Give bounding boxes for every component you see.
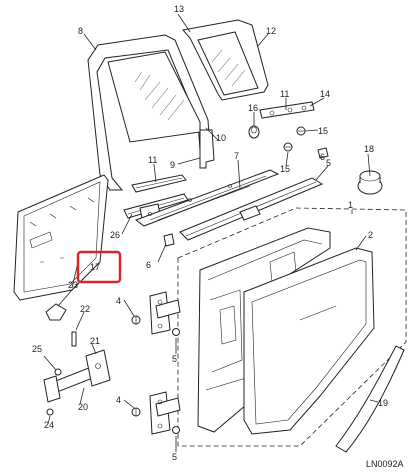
callout-13: 13 — [174, 4, 184, 14]
door-check-strap — [43, 349, 111, 403]
callout-8: 8 — [78, 26, 83, 36]
diagram-code: LN0092A — [366, 459, 404, 469]
retaining-clip-small — [317, 147, 329, 159]
callout-labels: 13 8 12 10 9 11 7 16 11 14 15 15 6 5 18 … — [32, 4, 388, 462]
callout-11: 11 — [148, 155, 157, 165]
check-strap-bolt — [54, 368, 62, 376]
leader-lines — [43, 13, 379, 452]
bump-stop — [248, 125, 260, 139]
callout-15-lower: 15 — [280, 164, 290, 174]
callout-12: 12 — [266, 26, 276, 36]
callout-15-upper: 15 — [318, 126, 328, 136]
callout-7: 7 — [234, 151, 239, 161]
door-hinge-lower — [149, 391, 181, 435]
quarter-window-glass — [182, 19, 269, 101]
hinge-bolt-lower — [131, 407, 141, 417]
callout-17: 17 — [90, 262, 100, 272]
hinge-screw-lower — [172, 426, 180, 434]
callout-5-middle: 5 — [172, 354, 177, 364]
callout-20: 20 — [78, 402, 88, 412]
fastener-screw-lower — [283, 142, 293, 152]
wheel-arch-moulding — [335, 345, 405, 453]
door-stop-buffer — [45, 303, 67, 321]
callout-4-upper: 4 — [116, 296, 121, 306]
callout-1: 1 — [348, 200, 353, 210]
hinge-bolt-upper — [131, 315, 141, 325]
door-assembly-boundary — [177, 207, 407, 447]
lower-door-moulding — [179, 177, 324, 241]
waist-moulding — [134, 169, 280, 227]
callout-6-lower: 6 — [146, 260, 151, 270]
callout-10: 10 — [216, 133, 226, 143]
door-outer-skin — [243, 247, 375, 435]
callout-6-upper: 6 — [320, 152, 325, 162]
retaining-clip — [163, 233, 175, 247]
door-window-glass — [87, 34, 211, 191]
quarter-seal-strip — [259, 101, 315, 119]
door-hinge-upper — [149, 291, 181, 335]
check-strap-screw — [46, 408, 54, 416]
highlight-box — [76, 250, 122, 284]
callout-23: 23 — [68, 280, 78, 290]
hinge-screw-upper — [172, 328, 180, 336]
callout-25: 25 — [32, 344, 42, 354]
callout-9: 9 — [170, 160, 175, 170]
callout-2: 2 — [368, 230, 373, 240]
callout-14: 14 — [320, 89, 330, 99]
callout-26: 26 — [110, 230, 120, 240]
fastener-screw — [296, 126, 306, 136]
callout-11b: 11 — [280, 89, 289, 99]
callout-18: 18 — [364, 144, 374, 154]
callout-4-lower: 4 — [116, 395, 121, 405]
check-strap-pin — [71, 331, 77, 347]
door-plug-cap — [357, 170, 383, 195]
callout-21: 21 — [90, 336, 100, 346]
callout-5-lower: 5 — [172, 452, 177, 462]
callout-5-upper: 5 — [326, 158, 331, 168]
glass-run-channel — [199, 129, 215, 169]
door-seal-strip-upper — [131, 174, 187, 193]
callout-16: 16 — [248, 103, 258, 113]
callout-22: 22 — [80, 304, 90, 314]
callout-24: 24 — [44, 420, 54, 430]
callout-19: 19 — [378, 398, 388, 408]
